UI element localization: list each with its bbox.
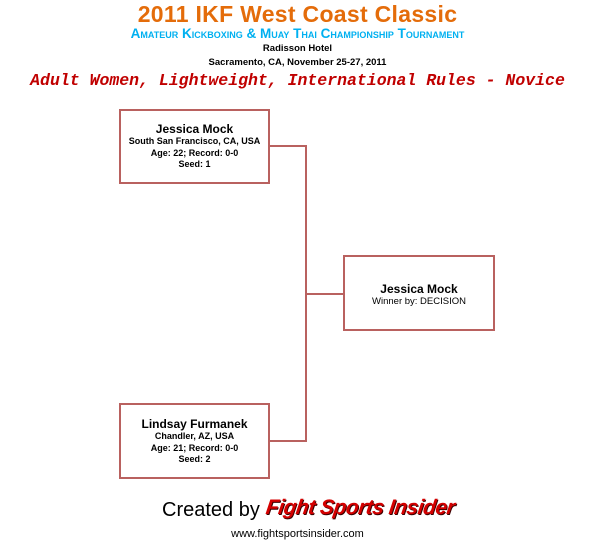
winner-method: Winner by: DECISION — [372, 296, 466, 307]
fighter-age-record: Age: 22; Record: 0-0 — [150, 147, 239, 158]
winner-name: Jessica Mock — [380, 282, 458, 296]
winner-box: Jessica Mock Winner by: DECISION — [343, 255, 495, 331]
website-link[interactable]: www.fightsportsinsider.com — [231, 528, 364, 540]
tournament-title: 2011 IKF West Coast Classic — [137, 1, 458, 27]
bracket-connector-bottom — [270, 440, 307, 442]
fighter-hometown: Chandler, AZ, USA — [154, 431, 235, 441]
fighter-name: Jessica Mock — [155, 122, 234, 136]
fighter-seed: Seed: 1 — [178, 159, 211, 169]
brand-logo: Fight Sports Insider — [264, 496, 457, 519]
bracket-connector-top — [270, 145, 307, 147]
division-title: Adult Women, Lightweight, International … — [30, 71, 565, 90]
fighter-box-seed-2: Lindsay Furmanek Chandler, AZ, USA Age: … — [119, 403, 270, 479]
location-dates: Sacramento, CA, November 25-27, 2011 — [208, 57, 387, 68]
fighter-name: Lindsay Furmanek — [141, 417, 248, 431]
fighter-box-seed-1: Jessica Mock South San Francisco, CA, US… — [119, 109, 270, 184]
fighter-seed: Seed: 2 — [178, 454, 211, 464]
bracket-connector-winner — [305, 293, 343, 295]
fighter-age-record: Age: 21; Record: 0-0 — [150, 442, 239, 453]
venue: Radisson Hotel — [262, 43, 333, 54]
fighter-hometown: South San Francisco, CA, USA — [128, 136, 261, 146]
created-by-label: Created by — [162, 499, 260, 521]
tournament-subtitle: Amateur Kickboxing & Muay Thai Champions… — [130, 26, 465, 41]
